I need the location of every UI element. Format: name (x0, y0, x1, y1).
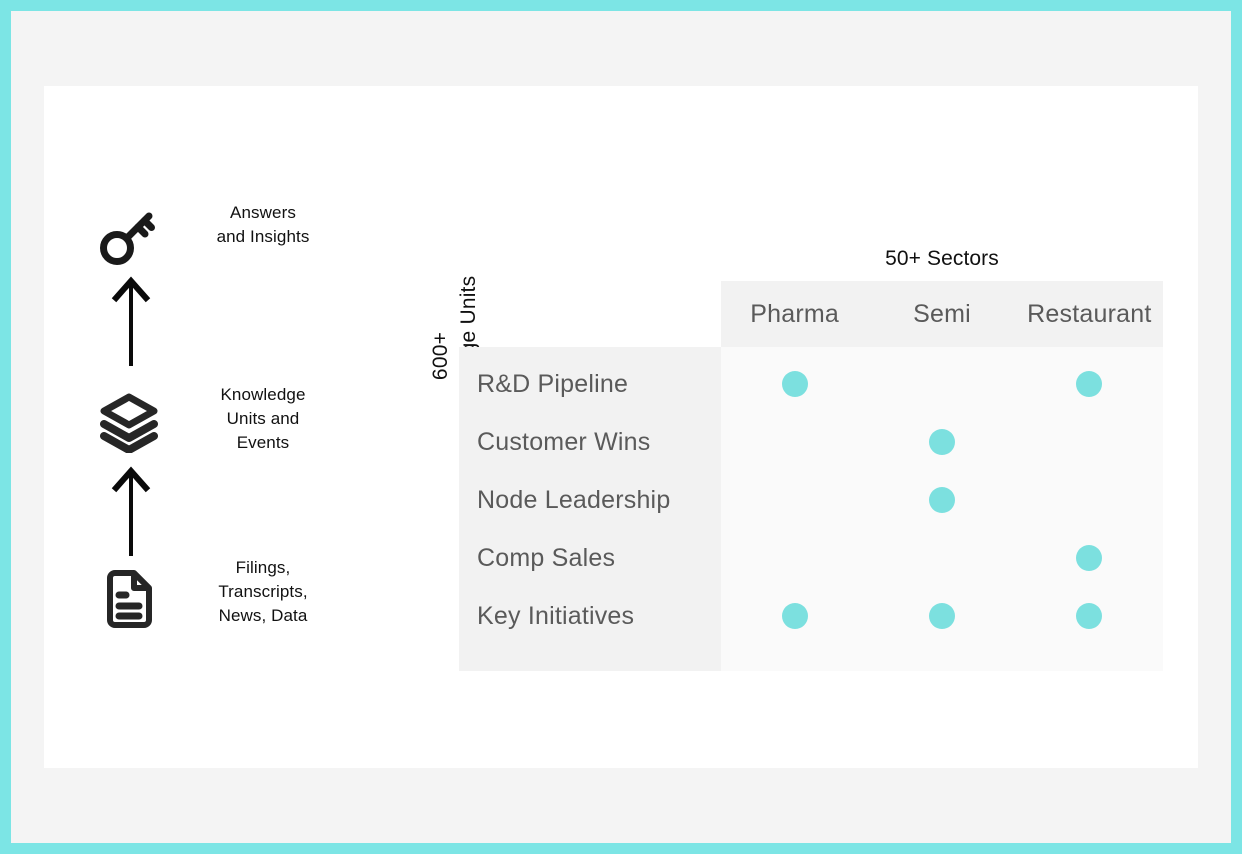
matrix-dot-grid (721, 347, 1163, 671)
coverage-dot (928, 429, 955, 455)
content-card: Answers and Insights (44, 86, 1198, 768)
label-line-2: and Insights (216, 227, 310, 246)
matrix-cell-r-d-pipeline-restaurant[interactable] (1016, 355, 1163, 413)
matrix-column-header-row: Pharma Semi Restaurant (721, 281, 1163, 347)
pipeline-label-knowledge: Knowledge Units and Events (183, 383, 343, 455)
coverage-dot (781, 603, 808, 629)
row-label-comp-sales: Comp Sales (477, 543, 616, 572)
coverage-dot-empty (782, 545, 808, 571)
label-line-2: Units and (226, 409, 300, 428)
key-icon (98, 207, 160, 269)
matrix-cell-node-leadership-restaurant[interactable] (1016, 471, 1163, 529)
column-header-restaurant: Restaurant (1027, 299, 1152, 328)
matrix-title: 50+ Sectors (885, 247, 999, 270)
coverage-dot (928, 487, 955, 513)
matrix-row (721, 413, 1163, 471)
arrow-up-icon-top (111, 276, 151, 366)
matrix-row-label-panel: R&D Pipeline Customer Wins Node Leadersh… (459, 347, 721, 671)
row-label-node-leadership: Node Leadership (477, 485, 671, 514)
matrix-cell-r-d-pipeline-pharma[interactable] (721, 355, 868, 413)
column-header-semi: Semi (913, 299, 971, 328)
label-line-1: Answers (230, 203, 296, 222)
coverage-dot (1076, 603, 1103, 629)
matrix-cell-customer-wins-restaurant[interactable] (1016, 413, 1163, 471)
matrix-row (721, 355, 1163, 413)
matrix-cell-node-leadership-semi[interactable] (868, 471, 1015, 529)
document-icon (98, 568, 160, 630)
matrix-row (721, 529, 1163, 587)
coverage-dot-empty (929, 545, 955, 571)
row-label-rd-pipeline: R&D Pipeline (477, 369, 629, 398)
matrix-row (721, 471, 1163, 529)
axis-count: 600+ (428, 331, 452, 381)
matrix-cell-comp-sales-pharma[interactable] (721, 529, 868, 587)
label-line-1: Knowledge (220, 385, 306, 404)
coverage-dot-empty (782, 487, 808, 513)
matrix-cell-node-leadership-pharma[interactable] (721, 471, 868, 529)
row-label-customer-wins: Customer Wins (477, 427, 651, 456)
pipeline-label-sources: Filings, Transcripts, News, Data (183, 556, 343, 628)
coverage-dot-empty (1076, 487, 1102, 513)
coverage-dot (1076, 371, 1103, 397)
coverage-dot (928, 603, 955, 629)
coverage-dot-empty (1076, 429, 1102, 455)
matrix-cell-comp-sales-restaurant[interactable] (1016, 529, 1163, 587)
label-line-3: Events (236, 433, 290, 452)
matrix-cell-r-d-pipeline-semi[interactable] (868, 355, 1015, 413)
coverage-dot (781, 371, 808, 397)
label-line-1: Filings, (235, 558, 291, 577)
coverage-dot-empty (782, 429, 808, 455)
column-header-pharma: Pharma (750, 299, 840, 328)
stage-background: Answers and Insights (11, 11, 1231, 843)
row-label-key-initiatives: Key Initiatives (477, 601, 635, 630)
label-line-3: News, Data (218, 606, 308, 625)
matrix-cell-comp-sales-semi[interactable] (868, 529, 1015, 587)
coverage-dot (1076, 545, 1103, 571)
matrix-cell-key-initiatives-pharma[interactable] (721, 587, 868, 645)
coverage-dot-empty (929, 371, 955, 397)
layers-icon (98, 391, 160, 453)
matrix-row (721, 587, 1163, 645)
matrix-cell-customer-wins-semi[interactable] (868, 413, 1015, 471)
pipeline-label-answers: Answers and Insights (183, 201, 343, 249)
arrow-up-icon-bottom (111, 466, 151, 556)
matrix-cell-key-initiatives-semi[interactable] (868, 587, 1015, 645)
label-line-2: Transcripts, (218, 582, 308, 601)
matrix-cell-customer-wins-pharma[interactable] (721, 413, 868, 471)
matrix-cell-key-initiatives-restaurant[interactable] (1016, 587, 1163, 645)
